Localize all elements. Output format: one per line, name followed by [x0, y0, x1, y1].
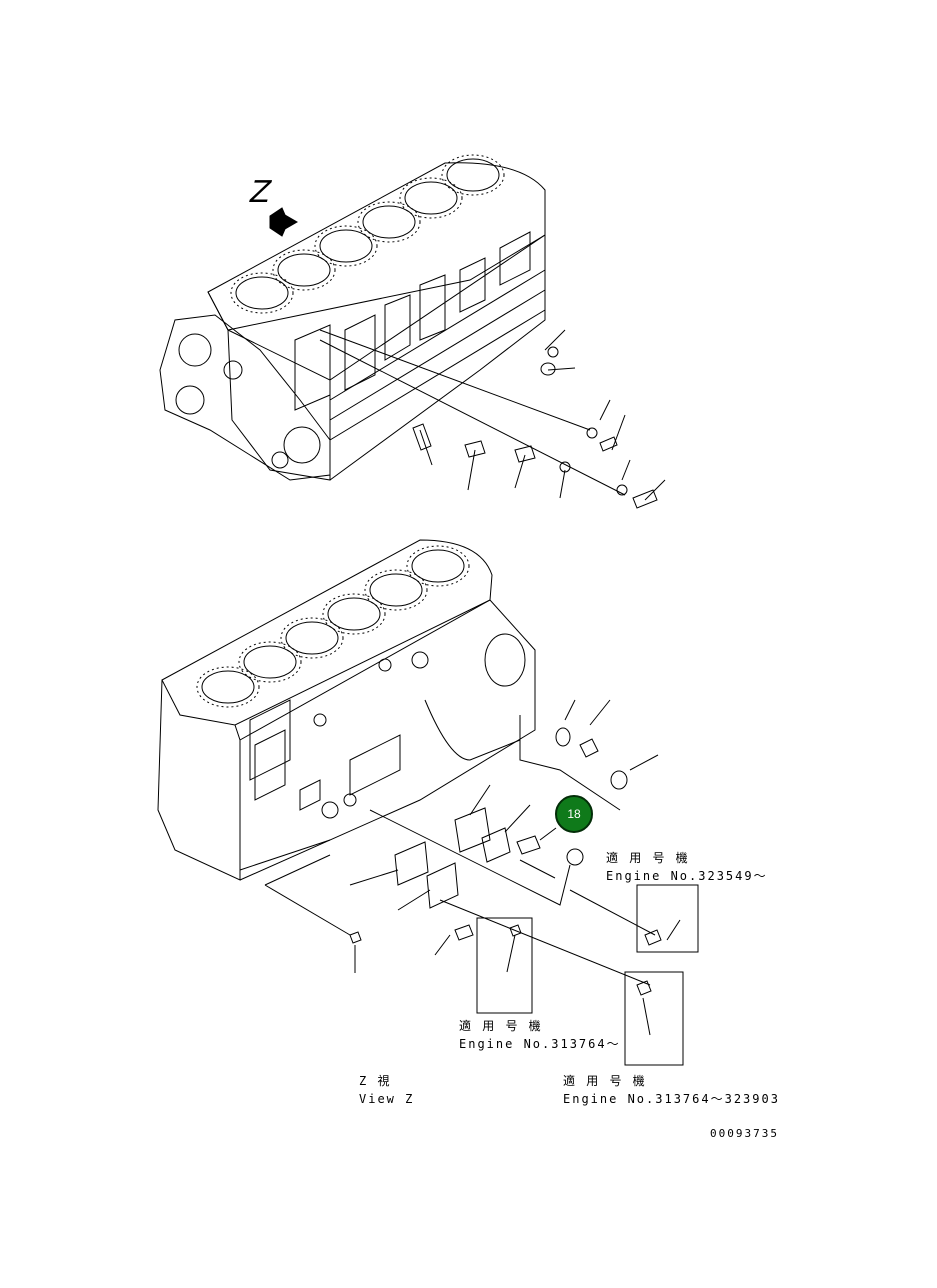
lower-engine-block	[157, 539, 699, 1066]
view-z-en: View Z	[359, 1092, 415, 1106]
applicability-box-1	[636, 884, 699, 953]
drawing-number: 00093735	[710, 1127, 779, 1140]
note-3-engine-range: Engine No.313764～323903	[563, 1092, 780, 1106]
view-z-jp: Z 視	[359, 1074, 392, 1088]
upper-engine-block	[159, 154, 666, 509]
applicability-box-3	[624, 971, 684, 1066]
note-1-engine-range: Engine No.323549～	[606, 869, 768, 883]
note-3-jp: 適 用 号 機	[563, 1074, 647, 1088]
note-1-jp: 適 用 号 機	[606, 851, 690, 865]
note-2-engine-range: Engine No.313764～	[459, 1037, 621, 1051]
part-callout-18[interactable]: 18	[555, 795, 593, 833]
applicability-box-2	[476, 917, 533, 1014]
note-2-jp: 適 用 号 機	[459, 1019, 543, 1033]
